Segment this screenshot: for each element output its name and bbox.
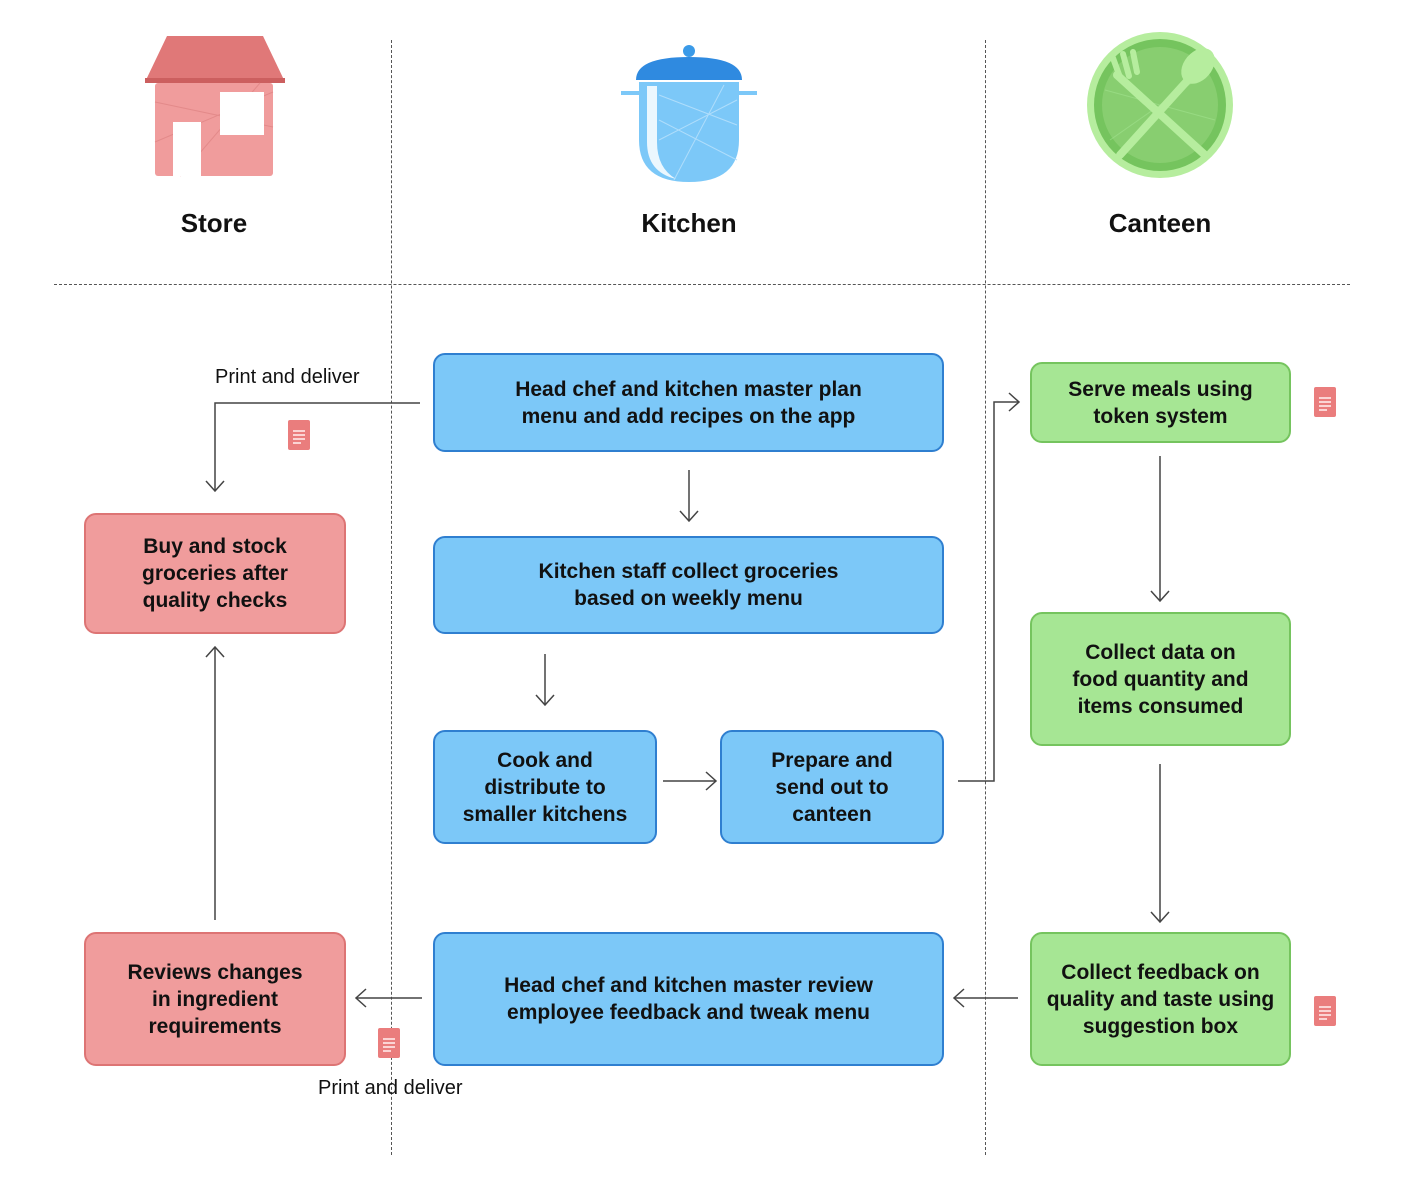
step-buy-stock: Buy and stock groceries after quality ch… [84,513,346,634]
document-icon [1314,996,1336,1026]
step-review-feedback: Head chef and kitchen master review empl… [433,932,944,1066]
arrow-plan-to-store [214,402,420,490]
document-icon [288,420,310,450]
step-plan-menu: Head chef and kitchen master plan menu a… [433,353,944,452]
step-collect-groceries: Kitchen staff collect groceries based on… [433,536,944,634]
cooking-pot-icon [621,45,757,182]
column-title-store: Store [180,208,248,238]
lane-divider-store-kitchen [391,40,392,1155]
step-prepare-send: Prepare and send out to canteen [720,730,944,844]
step-collect-data: Collect data on food quantity and items … [1030,612,1291,746]
label-print-deliver-top: Print and deliver [215,366,360,388]
step-review-changes: Reviews changes in ingredient requiremen… [84,932,346,1066]
step-collect-feedback: Collect feedback on quality and taste us… [1030,932,1291,1066]
lane-divider-kitchen-canteen [985,40,986,1155]
arrow-prepare-to-serve [958,401,1018,782]
plate-fork-spoon-icon [1087,32,1233,178]
document-icon [378,1028,400,1058]
header-divider [54,284,1350,285]
column-title-kitchen: Kitchen [641,208,737,238]
step-serve-meals: Serve meals using token system [1030,362,1291,443]
column-title-canteen: Canteen [1108,208,1212,238]
house-icon [145,36,285,177]
step-cook-distribute: Cook and distribute to smaller kitchens [433,730,657,844]
label-print-deliver-bottom: Print and deliver [318,1077,463,1099]
document-icon [1314,387,1336,417]
